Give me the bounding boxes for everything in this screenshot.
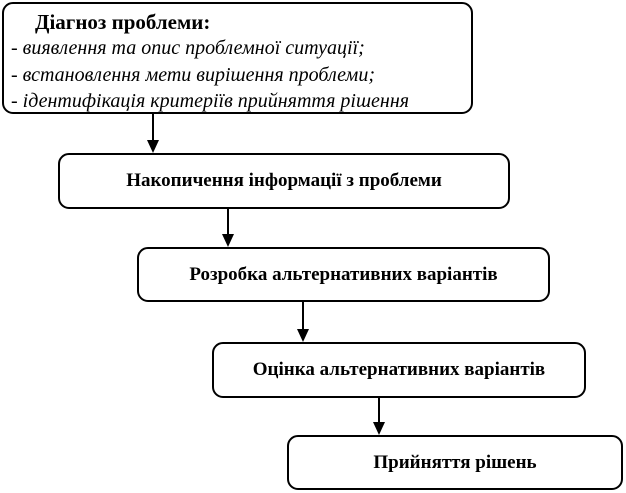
arrow-shaft [302, 302, 304, 329]
step-detail-1: - виявлення та опис проблемної ситуації; [11, 37, 365, 59]
step-label: Оцінка альтернативних варіантів [252, 359, 546, 381]
step-title: Діагноз проблеми: [35, 10, 211, 34]
step-detail-3: - ідентифікація критеріїв прийняття ріше… [11, 90, 410, 112]
arrow-head [222, 234, 234, 247]
arrow-shaft [152, 114, 154, 140]
arrow-shaft [378, 398, 380, 422]
step-detail-2: - встановлення мети вирішення проблеми; [11, 63, 375, 86]
flow-step-develop-alternatives: Розробка альтернативних варіантів [137, 247, 550, 302]
flow-step-evaluate-alternatives: Оцінка альтернативних варіантів [212, 342, 586, 398]
flow-arrow-4-down-icon [373, 398, 386, 435]
flow-step-problem-diagnosis: Діагноз проблеми: - виявлення та опис пр… [2, 2, 473, 114]
arrow-shaft [227, 209, 229, 234]
flow-arrow-1-down-icon [147, 114, 160, 153]
step-label: Прийняття рішень [373, 451, 537, 473]
flow-arrow-3-down-icon [297, 302, 310, 342]
flow-step-decision-making: Прийняття рішень [287, 435, 623, 490]
flow-arrow-2-down-icon [222, 209, 235, 247]
step-label: Накопичення інформації з проблеми [126, 170, 442, 192]
arrow-head [373, 422, 385, 435]
step-label: Розробка альтернативних варіантів [189, 263, 498, 285]
arrow-head [297, 329, 309, 342]
flow-step-information-gathering: Накопичення інформації з проблеми [58, 153, 510, 209]
arrow-head [147, 140, 159, 153]
